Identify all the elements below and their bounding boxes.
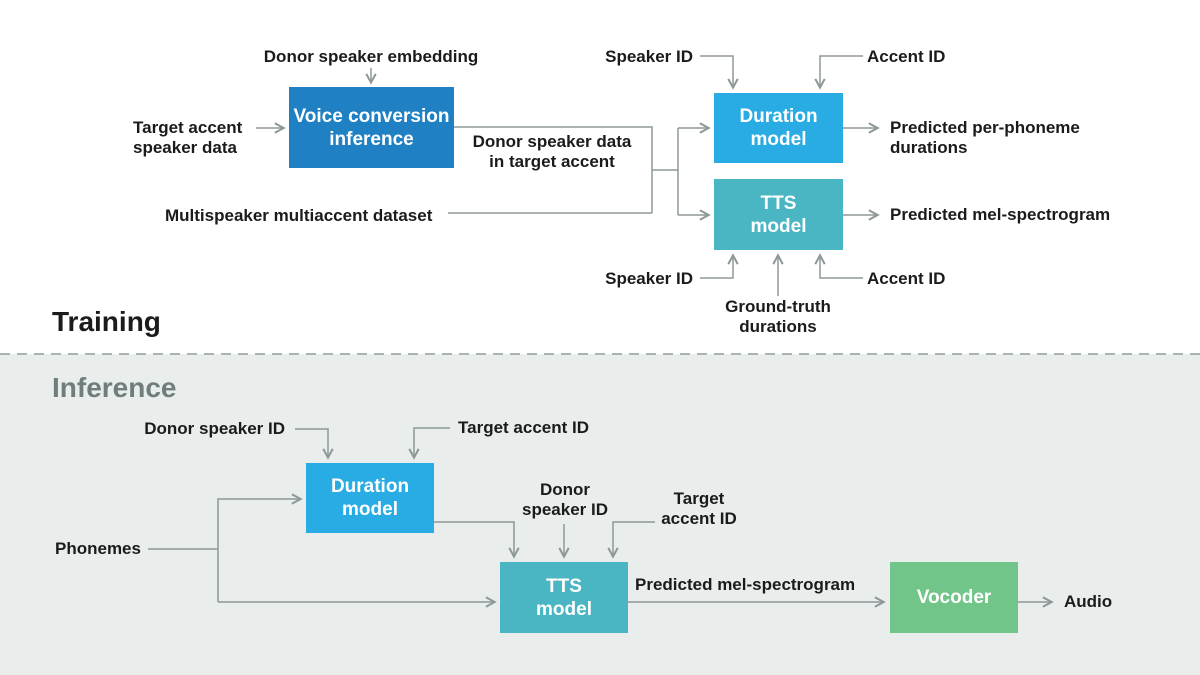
line-vc-output [454,126,653,213]
donor-speaker-id-tts-label: Donor speaker ID [522,480,608,519]
arrow-donor-speaker-id-to-duration [295,428,334,460]
arrow-accent-id-bottom [814,253,863,279]
donor-speaker-id-duration-label: Donor speaker ID [144,419,285,438]
target-accent-id-tts-label: Target accent ID [661,489,737,528]
predicted-per-phoneme-durations-label: Predicted per-phoneme durations [890,118,1080,157]
multispeaker-dataset-label: Multispeaker multiaccent dataset [165,206,433,225]
arrow-phonemes-to-duration [217,493,303,602]
phonemes-label: Phonemes [55,539,141,558]
arrow-duration-to-tts [434,521,520,559]
training-section [0,0,1200,354]
tts-model-box-inference: TTS model [500,562,628,633]
target-accent-id-duration-label: Target accent ID [458,418,590,437]
ground-truth-durations-label: Ground-truth durations [725,297,831,336]
arrow-accent-id-top [814,55,863,90]
predicted-mel-spectrogram-label-inference: Predicted mel-spectrogram [635,575,856,594]
training-heading: Training [52,306,161,337]
accent-id-bottom-label: Accent ID [867,269,946,288]
donor-speaker-embedding-label: Donor speaker embedding [263,47,479,66]
arrow-target-accent-id-to-tts [607,521,655,559]
duration-model-box-inference: Duration model [306,463,434,533]
tts-model-box-training: TTS model [714,179,843,250]
predicted-mel-spectrogram-label-training: Predicted mel-spectrogram [890,205,1111,224]
voice-conversion-inference-box: Voice conversion inference [289,87,454,168]
arrow-speaker-id-top [700,55,739,90]
speaker-id-top-label: Speaker ID [605,47,693,66]
donor-speaker-data-label: Donor speaker data in target accent [472,132,632,171]
target-accent-speaker-data-label: Target accent speaker data [133,118,243,157]
vocoder-box: Vocoder [890,562,1018,633]
accent-id-top-label: Accent ID [867,47,946,66]
audio-label: Audio [1064,592,1113,611]
duration-model-box-training: Duration model [714,93,843,163]
speaker-id-bottom-label: Speaker ID [605,269,693,288]
arrow-speaker-id-bottom [700,253,739,279]
inference-heading: Inference [52,372,177,403]
arrow-target-accent-id-to-duration [408,427,450,460]
